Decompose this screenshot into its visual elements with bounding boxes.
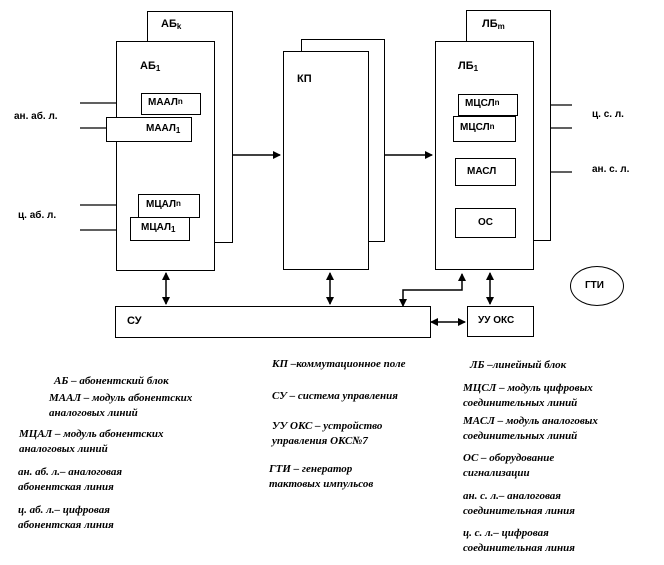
legend-c-ab-l: ц. аб. л.– цифровая абонентская линия <box>18 504 114 531</box>
ab-k-label: АБk <box>161 18 182 31</box>
legend-kp: КП –коммутационное поле <box>272 358 406 370</box>
legend-os: ОС – оборудование сигнализации <box>463 452 555 479</box>
kp-label: КП <box>297 73 312 85</box>
legend-masl: МАСЛ – модуль аналоговых соединительных … <box>463 415 598 442</box>
maal-n-label: МААЛn <box>148 97 183 108</box>
maal-1-label: МААЛ1 <box>146 123 181 135</box>
su-block <box>115 306 431 338</box>
legend-lb: ЛБ –линейный блок <box>470 359 567 371</box>
lb-m-label: ЛБm <box>482 18 505 31</box>
legend-gti: ГТИ – генератор тактовых импульсов <box>269 463 374 490</box>
kp-block <box>283 51 369 270</box>
os-label: ОС <box>478 217 493 228</box>
uu-oks-block <box>467 306 534 337</box>
legend-mcal: МЦАЛ – модуль абонентских аналоговых лин… <box>19 428 164 455</box>
legend-an-s-l: ан. с. л.– аналоговая соединительная лин… <box>463 490 575 517</box>
gti-block <box>570 266 624 306</box>
mcsl-n-bottom-label: МЦСЛn <box>460 122 495 133</box>
legend-su: СУ – система управления <box>272 390 398 402</box>
maal-1-module <box>106 117 192 142</box>
legend-c-s-l: ц. с. л.– цифровая соединительная линия <box>463 527 575 554</box>
gti-label: ГТИ <box>585 280 604 291</box>
legend-mcsl: МЦСЛ – модуль цифровых соединительных ли… <box>463 382 593 409</box>
legend-uu-oks: УУ ОКС – устройство управления ОКС№7 <box>272 420 383 447</box>
c-s-line-label: ц. с. л. <box>592 109 624 120</box>
an-s-line-label: ан. с. л. <box>592 164 630 175</box>
lb-1-label: ЛБ1 <box>458 60 479 73</box>
mcal-n-module <box>138 194 200 218</box>
mcsl-n-top-module <box>458 94 518 116</box>
mcsl-n-top-label: МЦСЛn <box>465 98 500 109</box>
ab-1-label: АБ1 <box>140 60 161 73</box>
legend-maal: МААЛ – модуль абонентских аналоговых лин… <box>49 392 193 419</box>
os-module <box>455 208 516 238</box>
masl-label: МАСЛ <box>467 166 497 177</box>
su-label: СУ <box>127 315 142 327</box>
uu-oks-label: УУ ОКС <box>478 315 515 326</box>
mcal-1-label: МЦАЛ1 <box>141 222 176 234</box>
mcal-n-label: МЦАЛn <box>146 199 181 210</box>
arrow-su-lb <box>399 273 466 307</box>
legend-ab: АБ – абонентский блок <box>54 375 169 387</box>
legend-an-ab-l: ан. аб. л.– аналоговая абонентская линия <box>18 466 123 493</box>
c-ab-line-label: ц. аб. л. <box>18 210 57 221</box>
mcal-1-module <box>130 217 190 241</box>
maal-n-module <box>141 93 201 115</box>
mcsl-n-bottom-module <box>453 116 516 142</box>
an-ab-line-label: ан. аб. л. <box>14 111 58 122</box>
masl-module <box>455 158 516 186</box>
